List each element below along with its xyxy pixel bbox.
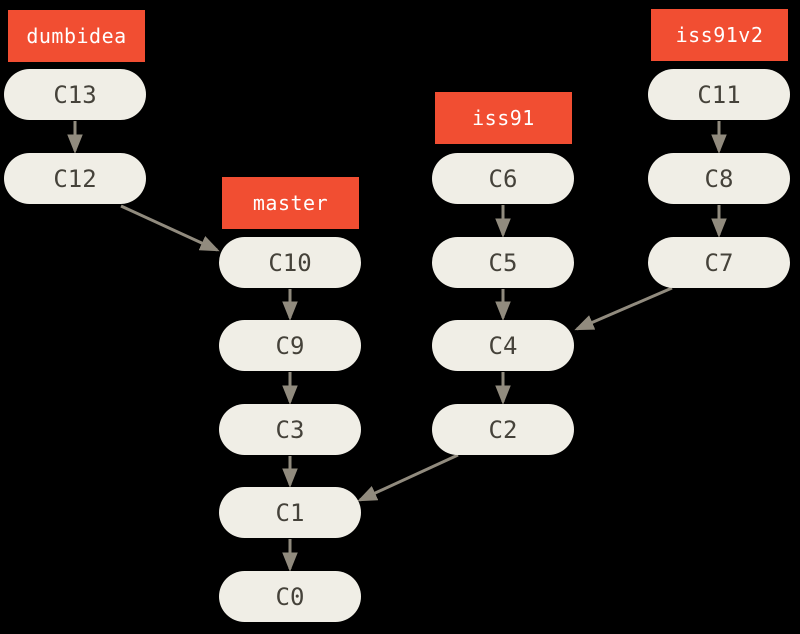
commit-node-c3: C3 xyxy=(219,404,361,455)
commit-node-c9: C9 xyxy=(219,320,361,371)
commit-node-c13: C13 xyxy=(4,69,146,120)
commit-node-c2: C2 xyxy=(432,404,574,455)
branch-label-iss91v2: iss91v2 xyxy=(651,9,788,61)
commit-node-c6: C6 xyxy=(432,153,574,204)
arrow-c2-c1 xyxy=(357,453,459,502)
commit-node-c0: C0 xyxy=(219,571,361,622)
commit-node-c8: C8 xyxy=(648,153,790,204)
arrow-c12-c10 xyxy=(120,204,220,252)
commit-node-c1: C1 xyxy=(219,487,361,538)
arrow-c7-c4 xyxy=(574,286,673,331)
branch-label-iss91: iss91 xyxy=(435,92,572,144)
commit-node-c11: C11 xyxy=(648,69,790,120)
commit-node-c5: C5 xyxy=(432,237,574,288)
branch-label-dumbidea: dumbidea xyxy=(8,10,145,62)
commit-node-c4: C4 xyxy=(432,320,574,371)
commit-node-c10: C10 xyxy=(219,237,361,288)
branch-label-master: master xyxy=(222,177,359,229)
commit-node-c12: C12 xyxy=(4,153,146,204)
commit-node-c7: C7 xyxy=(648,237,790,288)
